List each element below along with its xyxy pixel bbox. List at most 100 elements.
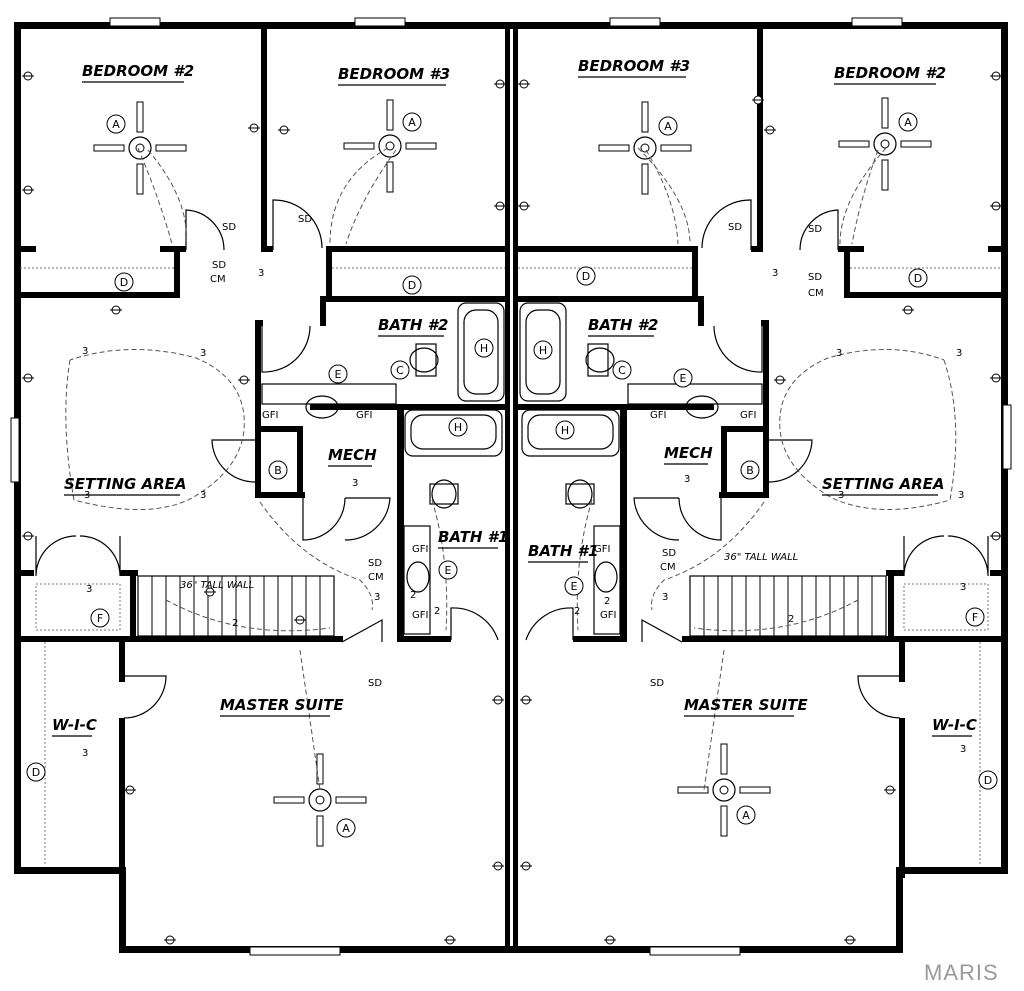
left-unit-walls: [14, 22, 508, 878]
room-label-right-bath2: BATH #2: [588, 316, 659, 334]
outlet-icon: [990, 531, 1002, 541]
outlet-icon: [518, 79, 530, 89]
ceiling-fan-icon: [598, 101, 692, 195]
ceiling-fan-icon: [838, 97, 932, 191]
electrical-note-circuit_3: 3: [200, 348, 206, 359]
symbol-tag-fan: A: [658, 116, 678, 136]
room-label-right-bedroom-3: BEDROOM #3: [578, 57, 690, 75]
outlet-icon: [22, 373, 34, 383]
svg-text:A: A: [408, 116, 416, 129]
room-label-left-mech: MECH: [328, 446, 377, 464]
electrical-note-circuit_2: 2: [574, 606, 580, 617]
room-label-left-master: MASTER SUITE: [220, 696, 344, 714]
electrical-note-circuit_3: 3: [958, 490, 964, 501]
symbol-tag-fan: A: [106, 114, 126, 134]
symbol-tag-tub: H: [533, 340, 553, 360]
electrical-note-circuit_3: 3: [86, 584, 92, 595]
symbol-tag-closet_d: D: [402, 275, 422, 295]
svg-text:F: F: [972, 611, 978, 624]
ceiling-fan-icon: [677, 743, 771, 837]
electrical-note-smoke: SD: [368, 678, 382, 689]
symbol-tag-closet_d: D: [26, 762, 46, 782]
toilet-left-bath2: [409, 343, 439, 377]
electrical-note-circuit_3: 3: [956, 348, 962, 359]
electrical-note-gfi: GFI: [594, 544, 610, 555]
stairs-left: [137, 575, 335, 637]
svg-text:F: F: [97, 612, 103, 625]
svg-text:A: A: [664, 120, 672, 133]
room-labels: BEDROOM #2 BEDROOM #3 BEDROOM #3 BEDROOM…: [52, 57, 977, 737]
electrical-note-circuit_3: 3: [82, 748, 88, 759]
windows: [10, 17, 1012, 956]
electrical-note-circuit_3: 3: [960, 744, 966, 755]
outlets: [22, 71, 1002, 945]
vanity-sinks: [261, 383, 763, 635]
ceiling-fan-icon: [93, 101, 187, 195]
outlet-icon: [520, 695, 532, 705]
electrical-note-circuit_3: 3: [374, 592, 380, 603]
room-label-left-sitting: SETTING AREA: [64, 475, 187, 493]
symbol-tag-vanity: E: [673, 368, 693, 388]
svg-text:D: D: [582, 270, 590, 283]
ceiling-fans: [93, 97, 932, 847]
electrical-note-smoke: SD: [298, 214, 312, 225]
electrical-note-gfi: GFI: [262, 410, 278, 421]
electrical-note-smoke: SD: [650, 678, 664, 689]
electrical-note-circuit_3: 3: [684, 474, 690, 485]
outlet-icon: [492, 695, 504, 705]
bathtub-left-bath1: [404, 409, 503, 457]
outlet-icon: [844, 935, 856, 945]
symbol-tag-laundry: F: [965, 607, 985, 627]
room-label-right-wic: W-I-C: [932, 716, 977, 734]
electrical-note-circuit_3: 3: [200, 490, 206, 501]
svg-text:C: C: [396, 364, 404, 377]
electrical-note-gfi: GFI: [650, 410, 666, 421]
svg-text:A: A: [342, 822, 350, 835]
electrical-note-gfi: GFI: [412, 544, 428, 555]
svg-text:H: H: [454, 421, 462, 434]
electrical-note-circuit_3: 3: [82, 346, 88, 357]
symbol-tag-laundry: F: [90, 608, 110, 628]
outlet-icon: [884, 785, 896, 795]
electrical-note-gfi: GFI: [412, 610, 428, 621]
electrical-note-co_monitor: CM: [368, 572, 384, 583]
outlet-icon: [492, 861, 504, 871]
svg-text:E: E: [571, 580, 578, 593]
stairs-right: [689, 575, 887, 637]
outlet-icon: [22, 531, 34, 541]
room-label-left-bedroom-3: BEDROOM #3: [338, 65, 450, 83]
electrical-note-circuit_3: 3: [772, 268, 778, 279]
outlet-icon: [22, 185, 34, 195]
outlet-icon: [22, 71, 34, 81]
room-label-right-bedroom-2: BEDROOM #2: [834, 64, 946, 82]
electrical-note-circuit_3: 3: [836, 348, 842, 359]
electrical-note-gfi: GFI: [356, 410, 372, 421]
outlet-icon: [990, 71, 1002, 81]
symbol-tag-tub: H: [474, 338, 494, 358]
electrical-note-smoke: SD: [222, 222, 236, 233]
svg-text:H: H: [539, 344, 547, 357]
electrical-note-co_monitor: CM: [808, 288, 824, 299]
electrical-note-circuit_3: 3: [84, 490, 90, 501]
room-label-right-sitting: SETTING AREA: [822, 475, 945, 493]
electrical-note-co_monitor: CM: [660, 562, 676, 573]
bathtub-right-bath1: [521, 409, 620, 457]
ceiling-fan-icon: [273, 753, 367, 847]
outlet-icon: [494, 79, 506, 89]
svg-text:E: E: [680, 372, 687, 385]
room-label-right-bath1: BATH #1: [528, 542, 599, 560]
symbol-tag-vanity: E: [328, 364, 348, 384]
symbol-tag-fan: A: [336, 818, 356, 838]
svg-text:D: D: [120, 276, 128, 289]
outlet-icon: [990, 373, 1002, 383]
toilet-left-bath1: [429, 479, 459, 509]
electrical-note-circuit_3: 3: [960, 582, 966, 593]
outlet-icon: [124, 785, 136, 795]
electrical-note-smoke: SD: [808, 272, 822, 283]
toilet-right-bath1: [565, 479, 595, 509]
symbol-tag-vanity: E: [438, 560, 458, 580]
outlet-icon: [494, 201, 506, 211]
room-label-left-wic: W-I-C: [52, 716, 97, 734]
